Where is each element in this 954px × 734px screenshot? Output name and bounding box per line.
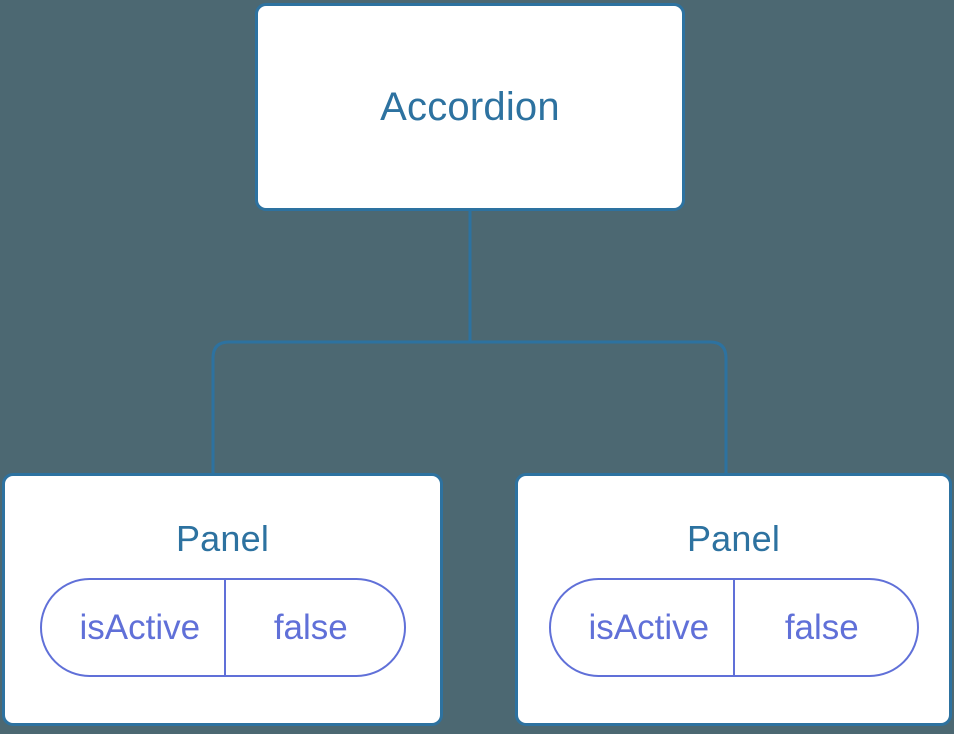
prop-value: false	[273, 608, 348, 647]
prop-divider	[224, 580, 227, 675]
prop-key: isActive	[588, 608, 710, 647]
node-panel-2[interactable]: Panel isActive false	[515, 473, 952, 726]
connector-branch-right	[470, 340, 728, 473]
node-title: Panel	[686, 518, 781, 559]
node-accordion[interactable]: Accordion	[255, 3, 685, 211]
connector-branch-left	[211, 340, 470, 473]
prop-pill[interactable]: isActive false	[39, 578, 406, 677]
prop-pill[interactable]: isActive false	[548, 578, 919, 677]
node-panel-1[interactable]: Panel isActive false	[2, 473, 443, 726]
node-title: Panel	[175, 518, 270, 559]
prop-value: false	[784, 608, 859, 647]
node-title: Accordion	[380, 85, 560, 129]
prop-divider	[733, 580, 736, 675]
prop-key: isActive	[79, 608, 201, 647]
